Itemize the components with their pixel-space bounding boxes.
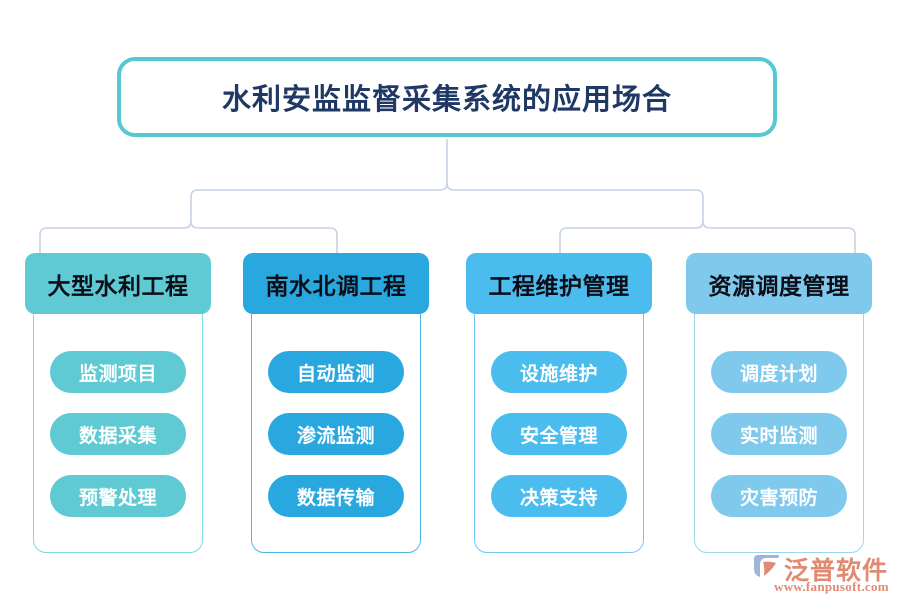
column-item-list: 监测项目 数据采集 预警处理	[25, 351, 211, 517]
list-item[interactable]: 预警处理	[50, 475, 186, 517]
list-item[interactable]: 安全管理	[491, 413, 627, 455]
column-header[interactable]: 南水北调工程	[243, 253, 429, 314]
column-header[interactable]: 大型水利工程	[25, 253, 211, 314]
column-header-label: 工程维护管理	[488, 273, 630, 299]
diagram-title-text: 水利安监监督采集系统的应用场合	[221, 84, 672, 116]
column-south-north-water-diversion[interactable]: 南水北调工程 自动监测 渗流监测 数据传输	[243, 253, 429, 553]
column-header[interactable]: 资源调度管理	[686, 253, 872, 314]
list-item-label: 渗流监测	[296, 425, 375, 447]
list-item[interactable]: 自动监测	[268, 351, 404, 393]
fanpu-logo-icon	[754, 555, 779, 577]
list-item[interactable]: 监测项目	[50, 351, 186, 393]
list-item[interactable]: 渗流监测	[268, 413, 404, 455]
column-large-water-project[interactable]: 大型水利工程 监测项目 数据采集 预警处理	[25, 253, 211, 553]
column-project-maintenance-management[interactable]: 工程维护管理 设施维护 安全管理 决策支持	[466, 253, 652, 553]
list-item-label: 实时监测	[739, 425, 818, 447]
column-header[interactable]: 工程维护管理	[466, 253, 652, 314]
list-item-label: 数据传输	[296, 487, 375, 509]
list-item[interactable]: 实时监测	[711, 413, 847, 455]
list-item[interactable]: 决策支持	[491, 475, 627, 517]
list-item-label: 安全管理	[519, 425, 598, 447]
list-item-label: 决策支持	[519, 487, 598, 509]
logo-url-text: www.fanpusoft.com	[774, 579, 889, 594]
list-item[interactable]: 灾害预防	[711, 475, 847, 517]
column-header-label: 大型水利工程	[47, 273, 189, 299]
diagram-title-box: 水利安监监督采集系统的应用场合	[117, 57, 777, 137]
column-header-label: 南水北调工程	[265, 273, 407, 299]
list-item-label: 调度计划	[739, 363, 818, 385]
list-item-label: 设施维护	[519, 363, 598, 385]
list-item[interactable]: 设施维护	[491, 351, 627, 393]
logo-name-text: 泛普软件	[784, 558, 889, 585]
brand-logo: 泛普软件 www.fanpusoft.com	[752, 551, 892, 595]
column-header-label: 资源调度管理	[708, 273, 850, 299]
list-item-label: 灾害预防	[739, 487, 818, 509]
list-item-label: 监测项目	[78, 363, 157, 385]
list-item[interactable]: 调度计划	[711, 351, 847, 393]
column-resource-dispatch-management[interactable]: 资源调度管理 调度计划 实时监测 灾害预防	[686, 253, 872, 553]
list-item[interactable]: 数据传输	[268, 475, 404, 517]
list-item-label: 预警处理	[78, 487, 157, 509]
list-item-label: 数据采集	[78, 425, 157, 447]
column-item-list: 设施维护 安全管理 决策支持	[466, 351, 652, 517]
list-item-label: 自动监测	[296, 363, 375, 385]
list-item[interactable]: 数据采集	[50, 413, 186, 455]
column-item-list: 调度计划 实时监测 灾害预防	[686, 351, 872, 517]
column-item-list: 自动监测 渗流监测 数据传输	[243, 351, 429, 517]
